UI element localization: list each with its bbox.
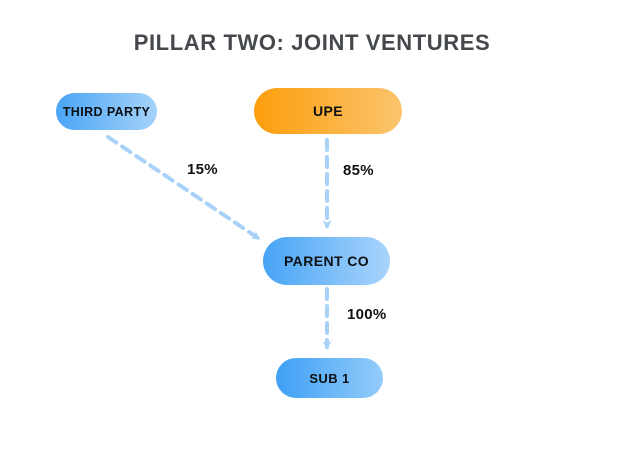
node-upe-label: UPE xyxy=(313,103,343,119)
page-title: PILLAR TWO: JOINT VENTURES xyxy=(133,30,491,55)
node-parent-co: PARENT CO xyxy=(263,237,390,285)
node-third-party: THIRD PARTY xyxy=(56,93,157,130)
node-upe: UPE xyxy=(254,88,402,134)
edge-label-85-percent: 85% xyxy=(343,162,374,179)
node-third-party-label: THIRD PARTY xyxy=(62,104,151,119)
edge-third-party-to-parent-co xyxy=(106,135,261,240)
edge-label-15-percent: 15% xyxy=(187,161,218,178)
node-sub-1-label: SUB 1 xyxy=(309,370,350,386)
edge-label-100-percent: 100% xyxy=(347,306,387,323)
node-parent-co-label: PARENT CO xyxy=(283,253,369,269)
node-sub-1: SUB 1 xyxy=(276,358,383,398)
